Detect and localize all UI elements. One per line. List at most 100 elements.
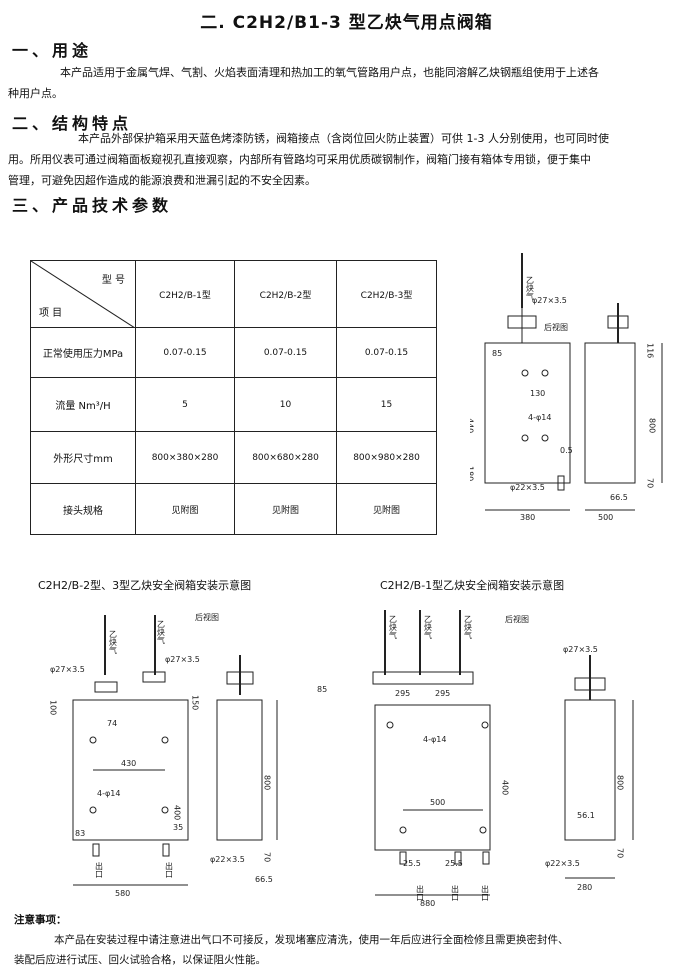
structure-line-3: 管理，可避免因超作造成的能源浪费和泄漏引起的不安全因素。 (8, 174, 316, 187)
dim-83: 83 (75, 829, 85, 838)
outlet-fitting (92, 843, 100, 857)
dim-880: 880 (420, 899, 435, 908)
mount-hole (521, 369, 529, 377)
spec-table: 型 号 项 目 C2H2/B-1型 C2H2/B-2型 C2H2/B-3型 正常… (30, 260, 437, 535)
table-cell: 0.07-0.15 (234, 327, 337, 378)
gas-label-3: 乙炔气 (464, 615, 473, 639)
corner-model-label: 型 号 (101, 275, 125, 286)
dim-500: 500 (430, 798, 445, 807)
fitting-label: φ27×3.5 (50, 665, 85, 674)
dim-70: 70 (646, 478, 655, 488)
mount-hole (89, 806, 97, 814)
corner-item-label: 项 目 (39, 308, 63, 319)
dim-800: 800 (648, 418, 657, 433)
outlet-label-1: 出口 (95, 861, 104, 878)
fitting-label: φ27×3.5 (563, 645, 598, 654)
dim-255a: 25.5 (403, 859, 421, 868)
structure-line-2: 用。所用仪表可通过阀箱面板窥视孔直接观察，内部所有管路均可采用优质碳钢制作，阀箱… (8, 153, 591, 166)
table-header-b3: C2H2/B-3型 (336, 260, 437, 328)
outlet-fitting (482, 851, 490, 865)
notes-line-2: 装配后应进行试压、回火试验合格，以保证阻火性能。 (14, 954, 266, 966)
box-front (484, 342, 571, 484)
structure-text: 本产品外部保护箱采用天蓝色烤漆防锈，阀箱接点（含岗位回火防止装置）可供 1-3 … (8, 128, 688, 191)
drawing-b2-b3: 乙炔气 乙炔气 φ27×3.5 φ27×3.5 后视图 100 74 430 4… (49, 612, 278, 898)
dim-430: 430 (121, 759, 136, 768)
mount-hole (386, 721, 394, 729)
outlet-fitting-label: φ22×3.5 (210, 855, 245, 864)
page-title: 二. C2H2/B1-3 型乙炔气用点阀箱 (200, 13, 493, 33)
dim-380: 380 (520, 513, 535, 522)
row-label-size: 外形尺寸mm (30, 431, 136, 484)
mount-hole (479, 826, 487, 834)
row-label-connector: 接头规格 (30, 483, 136, 535)
outlet-fitting (399, 851, 407, 865)
dim-500: 500 (598, 513, 613, 522)
row-label-pressure: 正常使用压力MPa (30, 327, 136, 378)
dim-35: 35 (173, 823, 183, 832)
dim-580: 580 (115, 889, 130, 898)
dim-05: 0.5 (560, 446, 573, 455)
dim-665: 66.5 (610, 493, 628, 502)
section-heading-structure: 二、结构特点 (12, 114, 133, 133)
box-front (72, 699, 189, 841)
mount-hole (161, 736, 169, 744)
holes-label: 4-φ14 (528, 413, 551, 422)
outlet-fitting (454, 851, 462, 865)
dim-665: 66.5 (255, 875, 273, 884)
table-cell: 5 (135, 377, 235, 432)
dim-561: 56.1 (577, 811, 595, 820)
rear-view-label: 后视图 (544, 322, 568, 332)
outlet-fitting (162, 843, 170, 857)
table-cell: 0.07-0.15 (135, 327, 235, 378)
box-front (374, 704, 491, 851)
dim-100: 100 (49, 700, 58, 715)
table-cell: 见附图 (336, 483, 437, 535)
mount-hole (541, 434, 549, 442)
mount-hole (399, 826, 407, 834)
usage-line-2: 种用户点。 (8, 87, 63, 100)
dim-130: 130 (530, 389, 545, 398)
outlet-label-3: 出口 (481, 884, 490, 901)
box-side (564, 699, 616, 841)
dim-280: 280 (577, 883, 592, 892)
dim-70: 70 (616, 848, 625, 858)
gas-label-2: 乙炔气 (157, 620, 166, 644)
rear-view-label: 后视图 (505, 614, 529, 624)
holes-label: 4-φ14 (97, 789, 120, 798)
dim-400: 400 (501, 780, 510, 795)
table-cell: 15 (336, 377, 437, 432)
mount-hole (161, 806, 169, 814)
dim-70: 70 (263, 852, 272, 862)
outlet-fitting (557, 475, 565, 491)
mount-hole (541, 369, 549, 377)
notes: 注意事项： 本产品在安装过程中请注意进出气口不可接反，发现堵塞应清洗，使用一年后… (14, 910, 686, 970)
mount-hole (481, 721, 489, 729)
mount-hole (521, 434, 529, 442)
table-header-b1: C2H2/B-1型 (135, 260, 235, 328)
gas-label-1: 乙炔气 (109, 630, 118, 654)
table-corner: 型 号 项 目 (30, 260, 136, 328)
box-side (216, 699, 263, 841)
notes-heading: 注意事项： (14, 914, 67, 926)
dim-85: 85 (317, 685, 327, 694)
dim-150: 150 (191, 695, 200, 710)
dim-295b: 295 (435, 689, 450, 698)
usage-text: 本产品适用于金属气焊、气割、火焰表面清理和热加工的氧气管路用户点，也能同溶解乙炔… (8, 62, 688, 104)
table-cell: 见附图 (135, 483, 235, 535)
outlet-fitting-label: φ22×3.5 (510, 483, 545, 492)
left-drawing-caption: C2H2/B-2型、3型乙炔安全阀箱安装示意图 (38, 579, 252, 592)
rear-view-label: 后视图 (195, 612, 219, 622)
fitting-label-b: φ27×3.5 (165, 655, 200, 664)
drawing-b1-single: 乙炔气 φ27×3.5 后视图 85 130 4-φ14 440 180 0.5… (470, 253, 663, 522)
dim-800: 800 (616, 775, 625, 790)
fitting-label: φ27×3.5 (532, 296, 567, 305)
gas-label: 乙炔气 (526, 276, 535, 300)
structure-line-1: 本产品外部保护箱采用天蓝色烤漆防锈，阀箱接点（含岗位回火防止装置）可供 1-3 … (78, 132, 609, 145)
gas-label-1: 乙炔气 (389, 615, 398, 639)
table-header-b2: C2H2/B-2型 (234, 260, 337, 328)
dim-295a: 295 (395, 689, 410, 698)
valve-flange (94, 681, 118, 693)
dim-800: 800 (263, 775, 272, 790)
table-cell: 800×680×280 (234, 431, 337, 484)
dim-85: 85 (492, 349, 502, 358)
